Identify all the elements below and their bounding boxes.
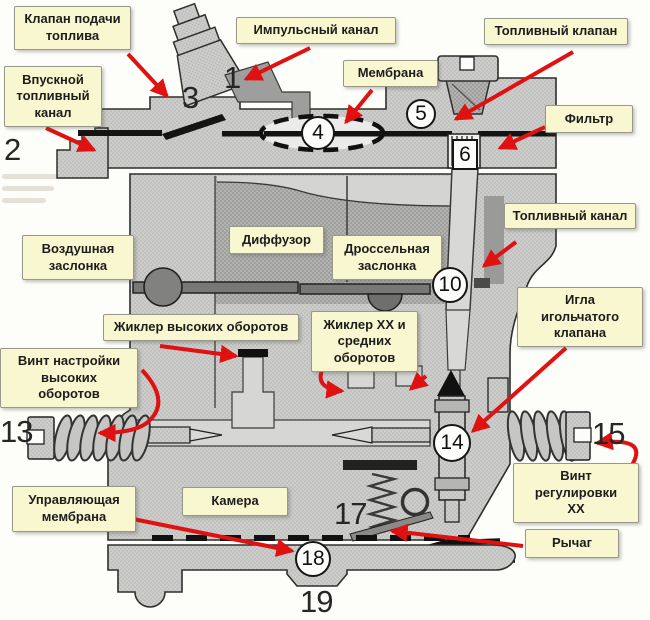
arrow-high-speed-jet [159, 344, 239, 364]
fuel-filter [447, 133, 481, 169]
arrow-inlet-fuel-channel [45, 126, 97, 152]
metering-chamber [129, 419, 431, 470]
arrow-impulse-channel [243, 46, 311, 81]
arrow-idle-mid-jet [408, 371, 429, 391]
bottom-cover [107, 544, 516, 608]
arrow-membrane [344, 88, 374, 125]
high-speed-screw [26, 414, 151, 462]
arrow-high-speed-adjust-screw [97, 368, 161, 443]
arrow-fuel-supply-valve [126, 52, 169, 99]
metering-spring [365, 472, 399, 533]
choke-shaft [132, 267, 299, 307]
high-speed-jet-part [231, 349, 275, 429]
arrow-control-membrane [132, 517, 295, 557]
annotation-arrows [45, 46, 639, 557]
arrow-lever [389, 523, 524, 548]
diffuser-curve [217, 176, 455, 206]
impulse-nozzle [172, 2, 249, 108]
page-bleed-text [2, 174, 60, 203]
arrow-needle-valve-needle [470, 346, 568, 433]
arrow-filter [497, 125, 546, 150]
throttle-shaft [299, 283, 431, 312]
pump-membrane [258, 113, 386, 153]
arrow-idle-adjust-screw [594, 431, 639, 470]
arrow-fuel-valve [453, 50, 574, 121]
arrow-fuel-channel [481, 240, 518, 268]
